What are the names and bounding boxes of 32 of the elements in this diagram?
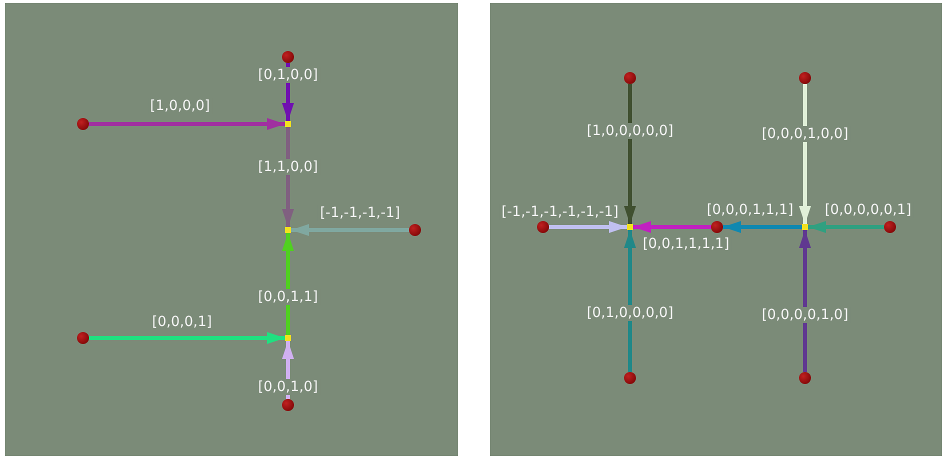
arrow — [89, 332, 285, 344]
arrow — [723, 221, 802, 233]
arrow — [282, 127, 294, 227]
arrow — [799, 230, 811, 372]
edge-label: [0,0,0,1,1,1] — [704, 202, 796, 218]
arrow — [633, 221, 711, 233]
edge-label: [1,1,0,0] — [256, 159, 320, 175]
arrow — [549, 221, 627, 233]
edge-label: [0,0,1,0] — [256, 379, 320, 395]
arrow — [291, 224, 409, 236]
junction-point — [285, 227, 291, 233]
junction-point — [285, 121, 291, 127]
junction-point — [802, 224, 808, 230]
edge-label: [0,0,0,0,0,1] — [822, 202, 914, 218]
arrow — [624, 84, 636, 224]
edge-label: [0,0,0,0,1,0] — [760, 307, 850, 323]
edge-label: [-1,-1,-1,-1,-1,-1] — [500, 204, 620, 220]
arrow — [808, 221, 884, 233]
edge-label: [0,0,0,1,0,0] — [760, 126, 850, 142]
arrow — [624, 230, 636, 372]
edge-label: [0,1,0,0,0,0] — [584, 305, 676, 321]
arrow — [282, 233, 294, 335]
arrow — [799, 84, 811, 224]
edge-label: [0,0,1,1] — [256, 289, 320, 305]
edge-label: [1,0,0,0,0,0] — [584, 123, 676, 139]
edge-label: [0,0,1,1,1,1] — [640, 236, 732, 252]
edge-label: [1,0,0,0] — [148, 98, 212, 114]
arrow — [89, 118, 285, 130]
edge-label: [0,0,0,1] — [150, 314, 214, 330]
junction-point — [285, 335, 291, 341]
edge-label: [0,1,0,0] — [256, 67, 320, 83]
junction-point — [627, 224, 633, 230]
